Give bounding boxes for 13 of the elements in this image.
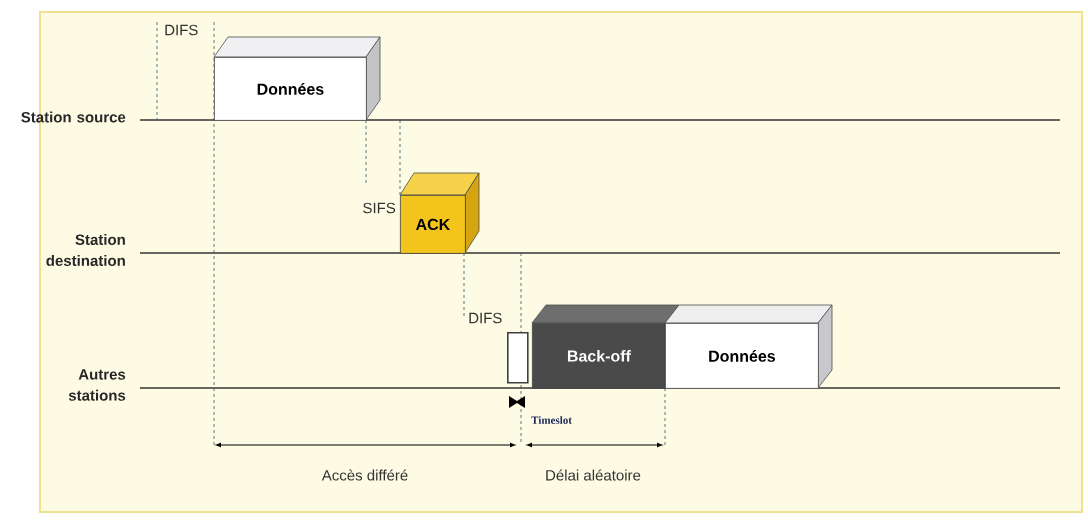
station-label: Station source <box>21 111 126 123</box>
station-label: Station destination <box>46 234 125 266</box>
time-label: Accès différé <box>321 469 408 481</box>
time-label: Délai aléatoire <box>546 469 641 481</box>
frame-block: Back-off <box>531 304 680 389</box>
time-label: DIFS <box>469 312 502 324</box>
timeslot-box <box>507 332 529 384</box>
time-label: DIFS <box>165 24 198 36</box>
frame-block: ACK <box>399 172 480 254</box>
frame-block: Données <box>664 304 833 389</box>
station-label: Autres stations <box>68 369 126 401</box>
timeslot-label: Timeslot <box>531 416 572 424</box>
frame-block: Données <box>213 36 381 121</box>
